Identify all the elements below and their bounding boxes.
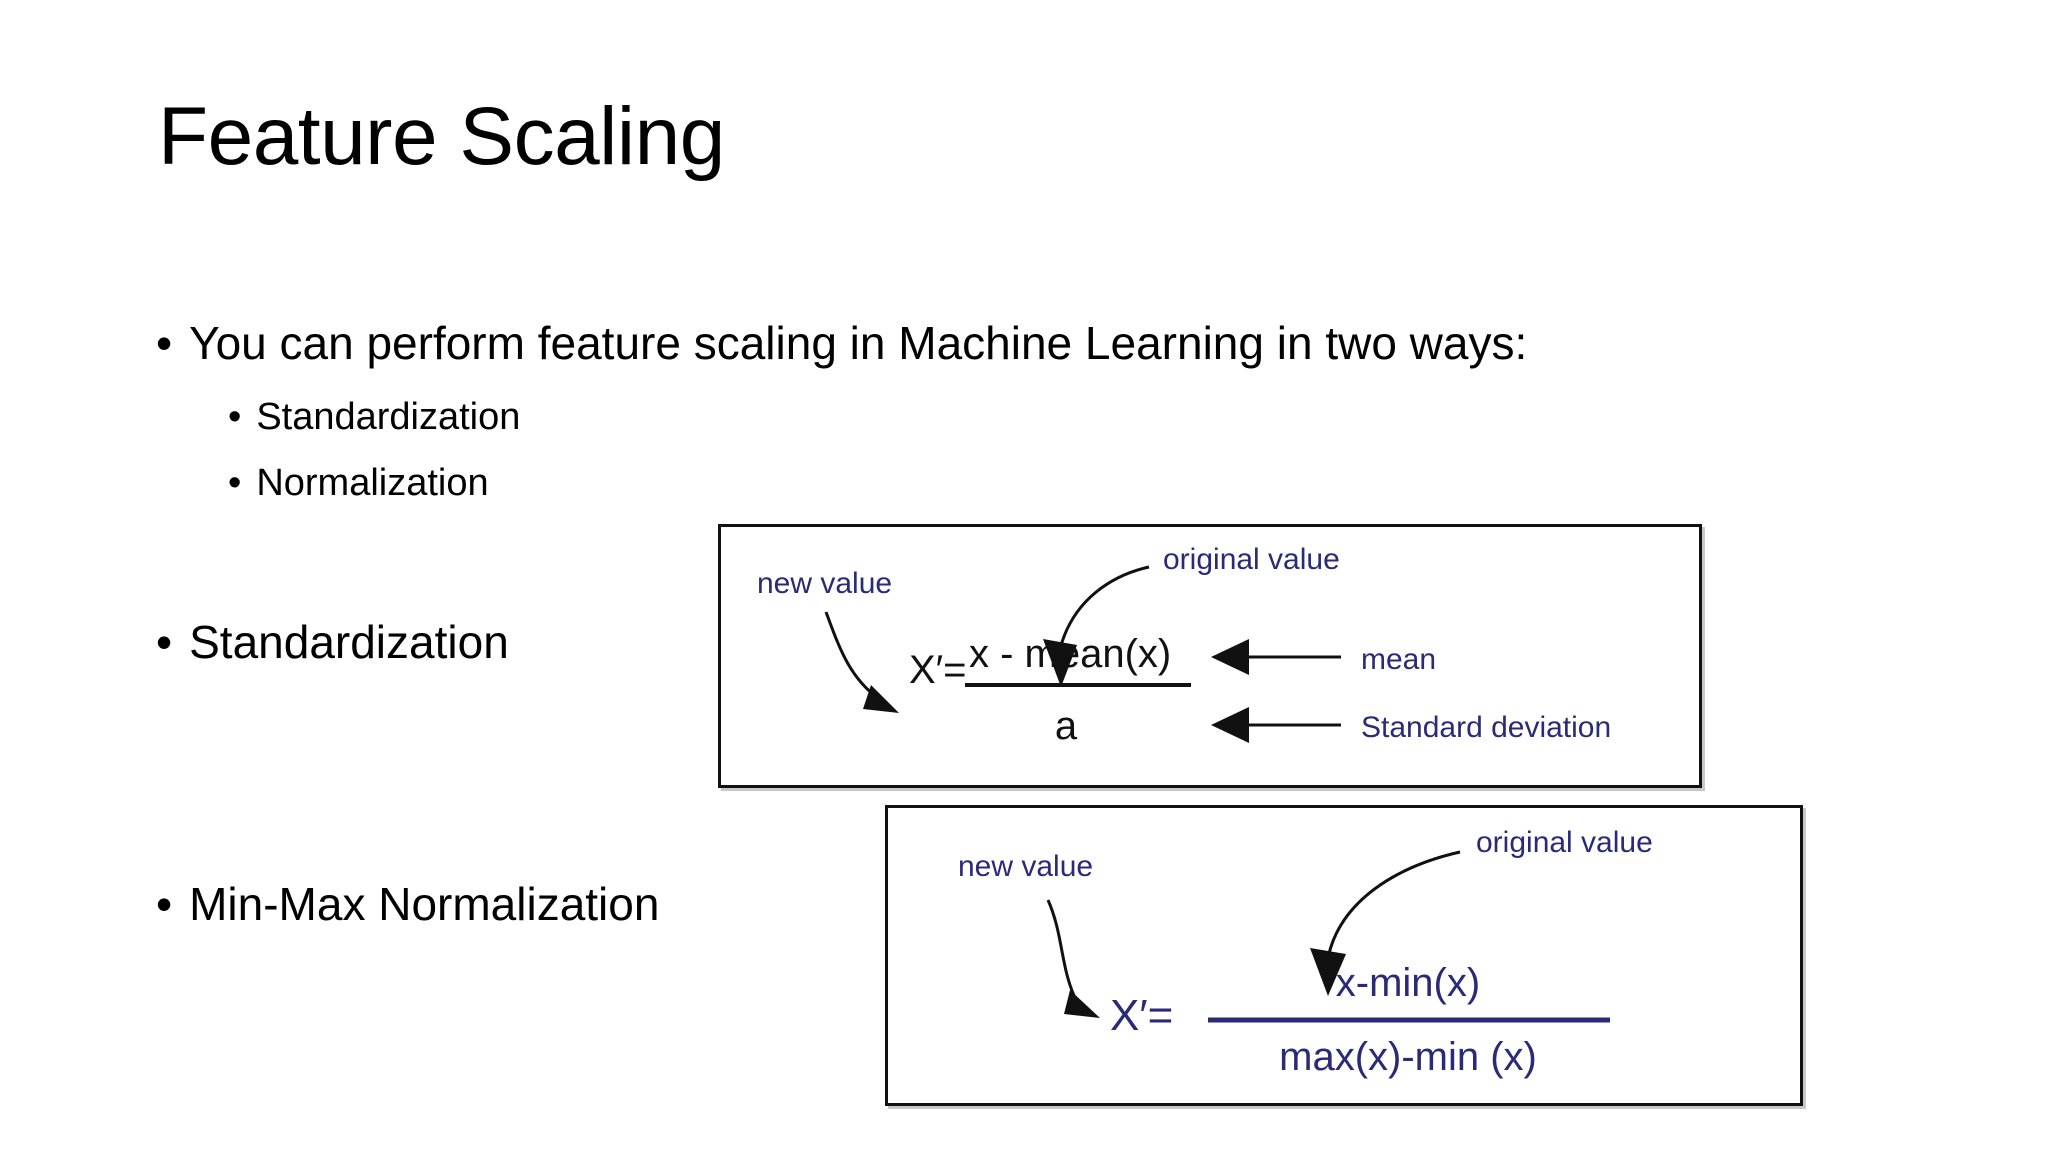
bullet-text: You can perform feature scaling in Machi… [189, 317, 1528, 369]
label-standard-deviation: Standard deviation [1361, 711, 1611, 744]
formula-numerator: x - mean(x) [969, 632, 1171, 676]
label-original-value: original value [1163, 543, 1340, 576]
bullet-marker-icon: • [228, 462, 242, 504]
standardization-formula-figure: new value original value X′= x - mean(x)… [718, 524, 1702, 788]
arrow-original-value [1310, 850, 1461, 996]
arrow-new-value [1046, 899, 1100, 1018]
bullet-text: Normalization [256, 462, 489, 504]
formula-lhs: X′= [1110, 991, 1173, 1040]
bullet-marker-icon: • [156, 616, 173, 668]
formula-lhs: X′= [909, 648, 967, 692]
bullet-item-normalization-sub: • Normalization [228, 462, 489, 505]
bullet-item-min-max-normalization: • Min-Max Normalization [156, 877, 659, 931]
formula-denominator: a [1055, 704, 1078, 748]
bullet-item-intro: • You can perform feature scaling in Mac… [156, 316, 1527, 370]
label-new-value: new value [757, 567, 892, 600]
bullet-marker-icon: • [228, 396, 242, 438]
page-title: Feature Scaling [158, 91, 725, 182]
arrow-new-value [824, 611, 899, 713]
label-mean: mean [1361, 643, 1436, 676]
standardization-formula-diagram: new value original value X′= x - mean(x)… [757, 543, 1611, 748]
bullet-item-standardization: • Standardization [156, 615, 509, 669]
arrow-standard-deviation [1211, 707, 1341, 743]
formula-numerator: x-min(x) [1336, 961, 1480, 1005]
label-new-value: new value [958, 850, 1093, 883]
arrow-mean [1211, 639, 1341, 675]
formula-denominator: max(x)-min (x) [1279, 1035, 1537, 1079]
bullet-marker-icon: • [156, 878, 173, 930]
bullet-text: Min-Max Normalization [189, 878, 660, 930]
bullet-item-standardization-sub: • Standardization [228, 396, 520, 439]
bullet-text: Standardization [256, 396, 521, 438]
minmax-formula-diagram: new value original value X′= x-min(x) ma… [958, 826, 1653, 1079]
label-original-value: original value [1476, 826, 1653, 859]
bullet-marker-icon: • [156, 317, 173, 369]
bullet-text: Standardization [189, 616, 509, 668]
arrow-original-value [1043, 565, 1150, 687]
minmax-formula-figure: new value original value X′= x-min(x) ma… [885, 805, 1803, 1106]
